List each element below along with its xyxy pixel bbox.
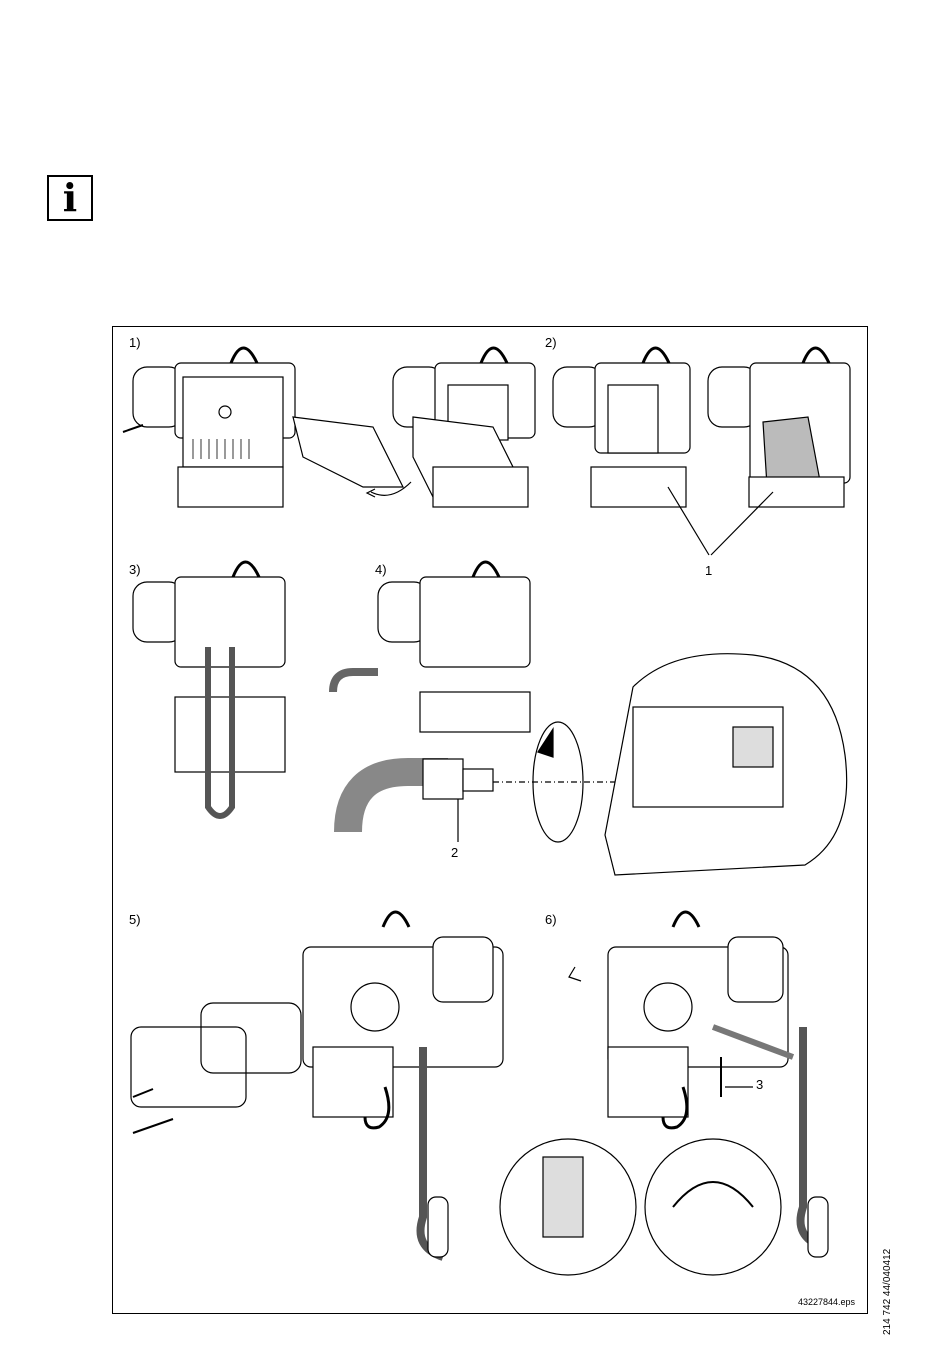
callout-1: 1: [705, 563, 712, 578]
callout-2: 2: [451, 845, 458, 860]
step4-hoist-drawing: [333, 562, 847, 875]
info-icon-glyph: i: [63, 179, 77, 217]
file-reference: 43227844.eps: [798, 1297, 855, 1307]
callout-3: 3: [756, 1077, 763, 1092]
step1-hoist-drawing: [123, 348, 535, 507]
hoist-line-drawings: [113, 327, 869, 1315]
step-label-3: 3): [129, 562, 141, 577]
step6-hoist-drawing: [500, 912, 828, 1275]
step2-hoist-drawing: [553, 348, 850, 555]
step-label-2: 2): [545, 335, 557, 350]
step-label-6: 6): [545, 912, 557, 927]
info-icon: i: [47, 175, 93, 221]
document-code: 214 742 44/040412: [882, 1249, 893, 1335]
step-label-1: 1): [129, 335, 141, 350]
step5-hoist-drawing: [131, 912, 503, 1257]
assembly-figure: 1) 2) 3) 4) 5) 6) 1 2 3 43227844.eps: [112, 326, 868, 1314]
step-label-5: 5): [129, 912, 141, 927]
step3-hoist-drawing: [133, 562, 285, 816]
step-label-4: 4): [375, 562, 387, 577]
